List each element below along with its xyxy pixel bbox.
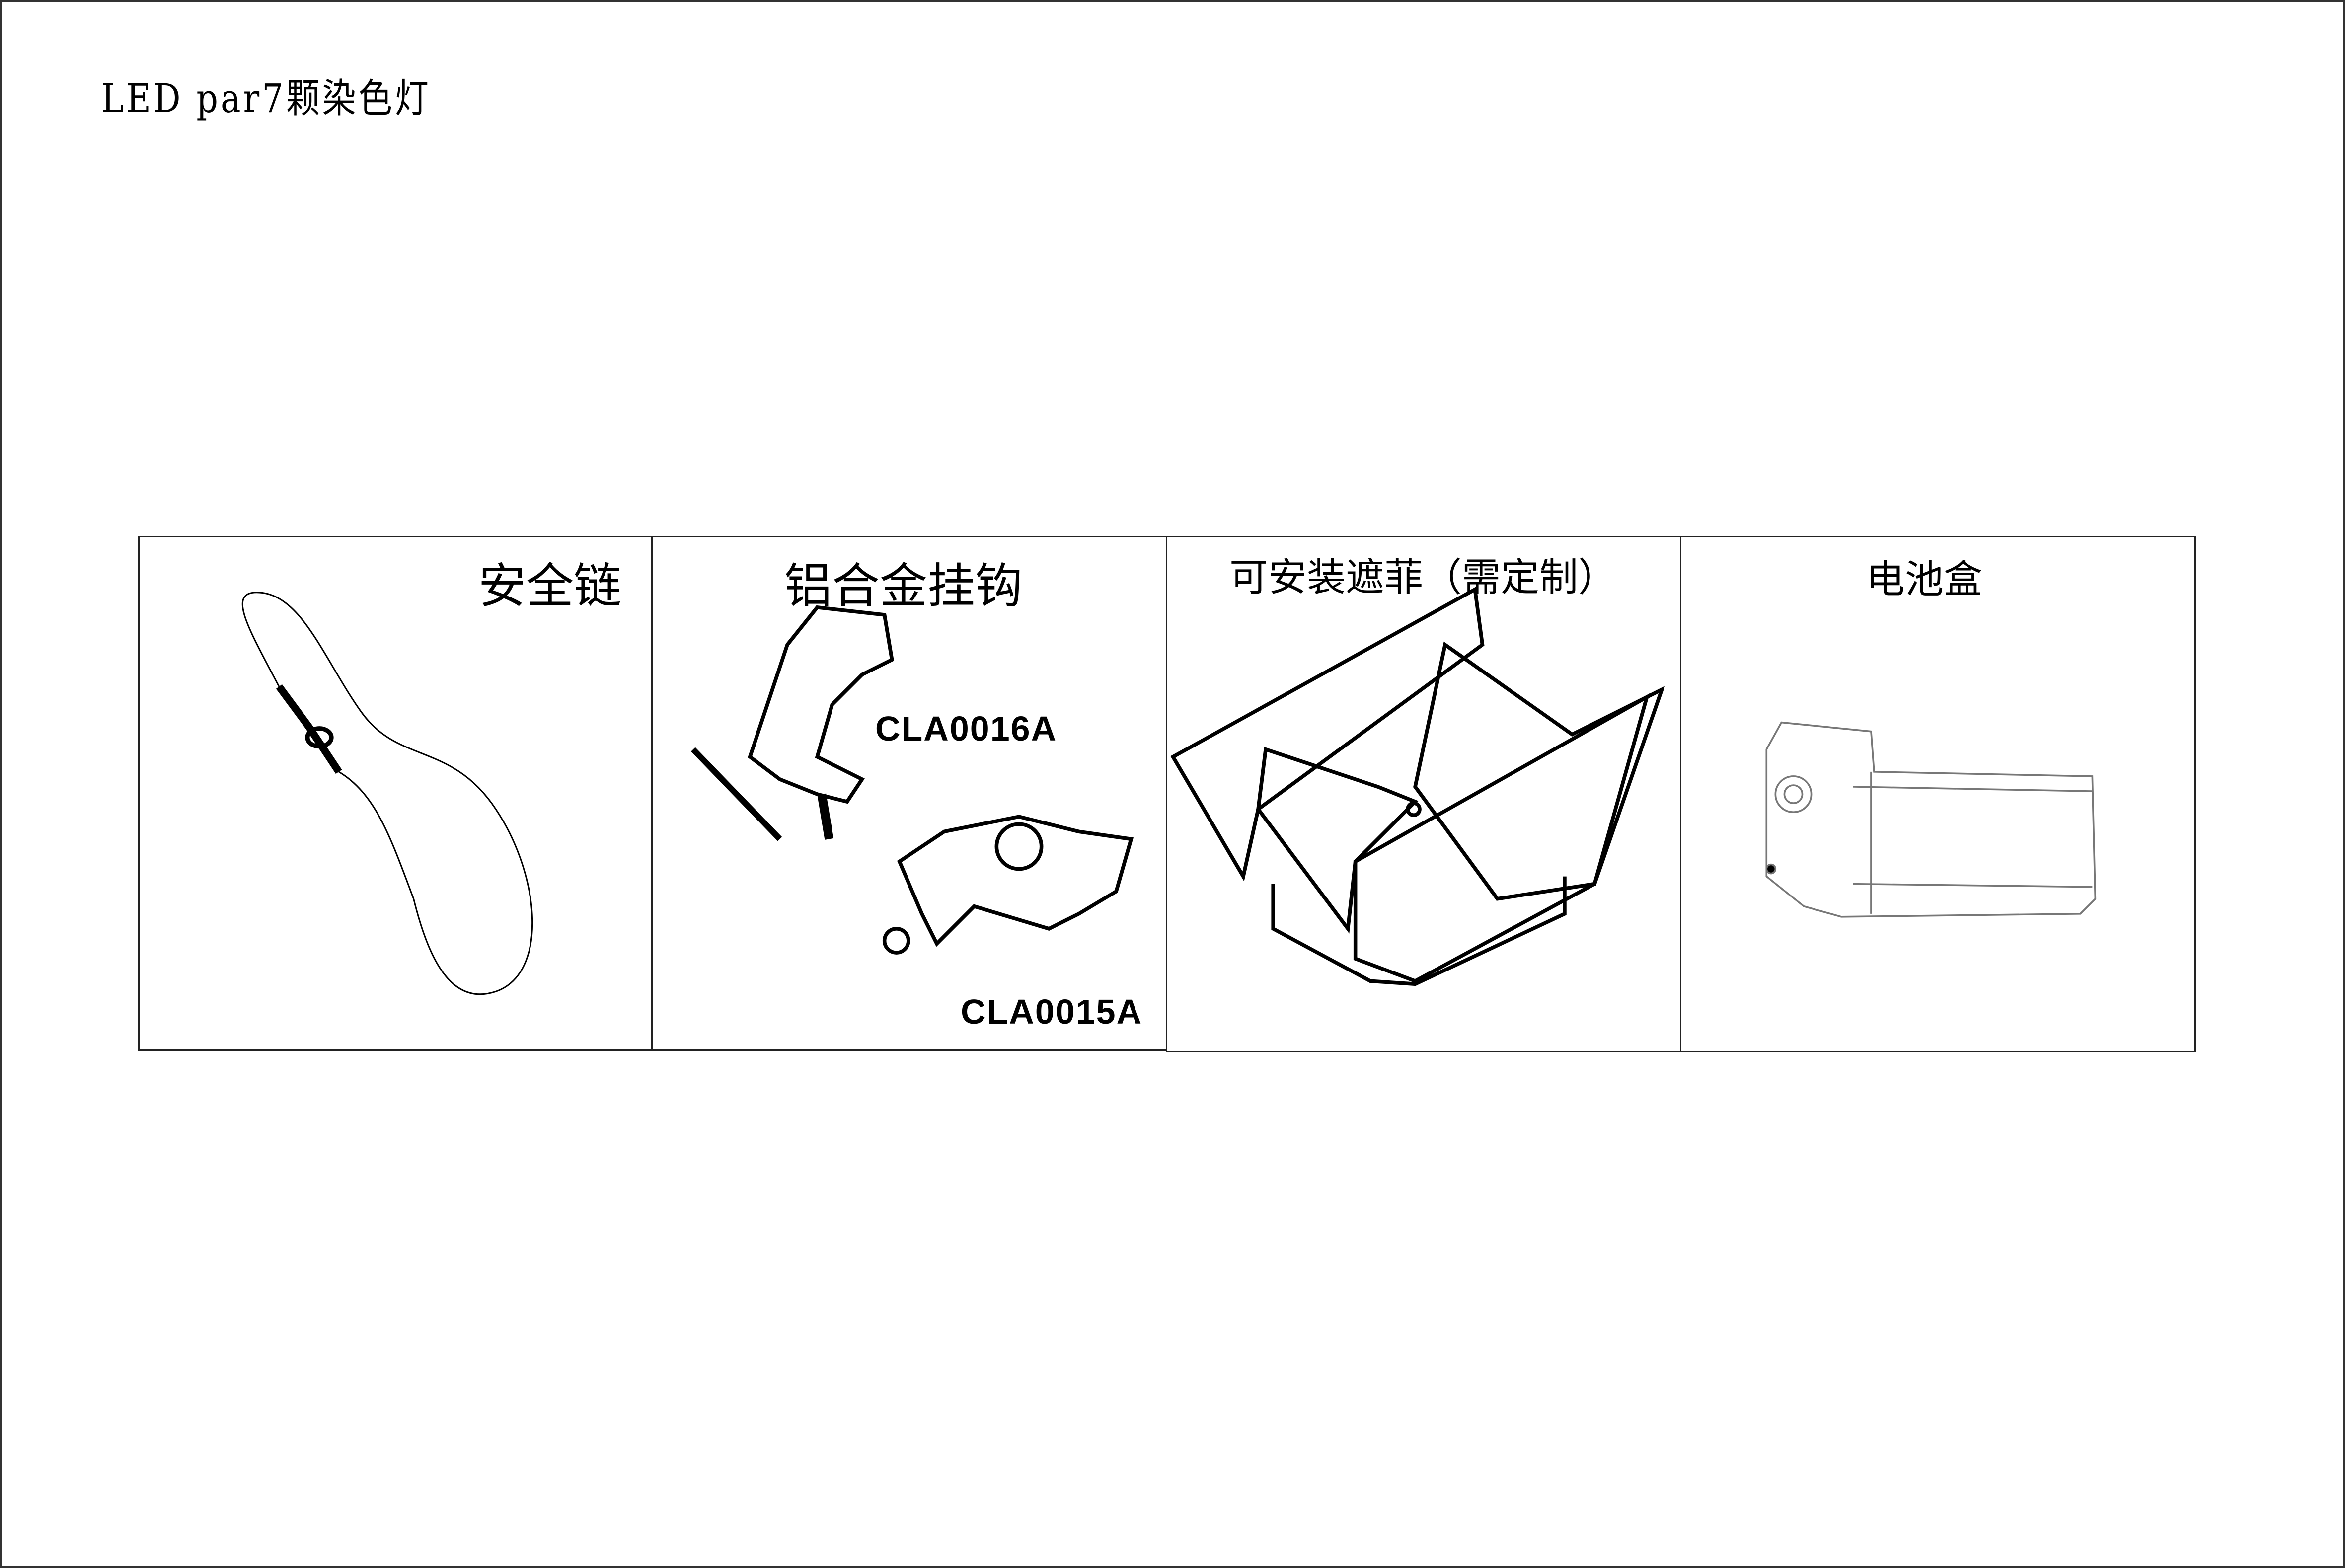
accessory-label: 安全链 — [478, 558, 621, 614]
accessory-cell-barn-door: 可安装遮菲（需定制） — [1166, 536, 1681, 1052]
accessory-label: 可安装遮菲（需定制） — [1229, 555, 1617, 600]
product-code: CLA0016A — [875, 709, 1058, 748]
accessory-cell-battery-box: 电池盒 — [1680, 536, 2196, 1052]
accessory-cell-safety-cable: 安全链 — [138, 536, 653, 1051]
accessory-label: 电池盒 — [1866, 557, 1983, 602]
accessory-cell-clamp: 铝合金挂钩 CLA0016A CLA0015A — [651, 536, 1167, 1051]
accessory-label: 铝合金挂钩 — [784, 558, 1023, 614]
product-code: CLA0015A — [961, 992, 1143, 1031]
page-title: LED par7颗染色灯 — [101, 75, 431, 122]
